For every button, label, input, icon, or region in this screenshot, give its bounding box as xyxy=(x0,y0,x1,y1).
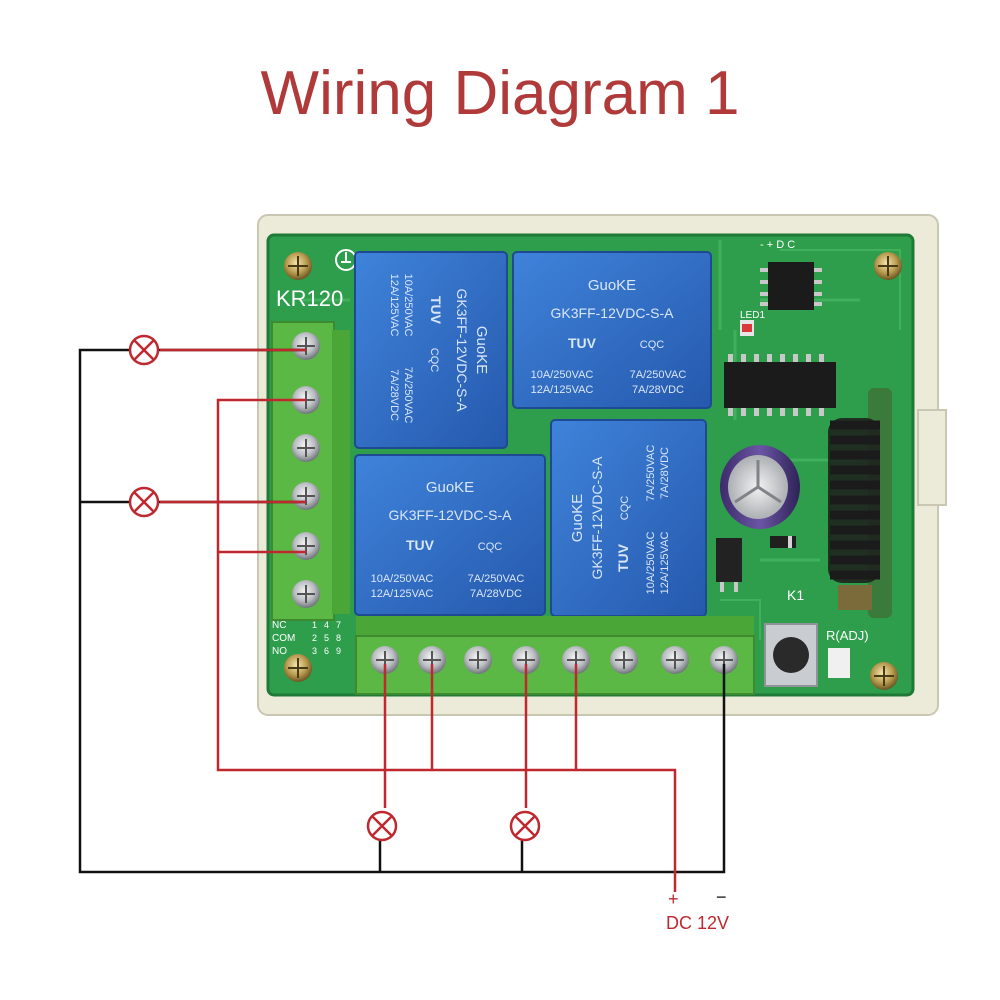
terminal-screw-icon xyxy=(610,646,638,674)
relay-rating: 10A/250VAC xyxy=(645,532,657,595)
terminal-label-nc: NC xyxy=(272,620,286,631)
lamp-icon xyxy=(128,486,160,518)
relay-rating: 10A/250VAC xyxy=(531,369,594,381)
relay-1: GuoKE GK3FF-12VDC-S-A TUV CQC 10A/250VAC… xyxy=(354,251,508,449)
terminal-number: 9 xyxy=(336,646,341,656)
relay-brand: GuoKE xyxy=(426,479,474,496)
relay-rating: 10A/250VAC xyxy=(371,573,434,585)
terminal-number: 1 xyxy=(312,620,317,630)
relay-3: GuoKE GK3FF-12VDC-S-A TUV CQC 10A/250VAC… xyxy=(354,454,546,616)
relay-model: GK3FF-12VDC-S-A xyxy=(454,289,470,413)
relay-cert: TUV xyxy=(568,335,597,351)
power-label: DC 12V xyxy=(666,913,729,933)
power-minus-sign: − xyxy=(716,887,727,907)
terminal-number: 5 xyxy=(324,633,329,643)
relay-rating: 7A/28VDC xyxy=(632,384,684,396)
relay-cert: TUV xyxy=(615,543,631,572)
relay-brand: GuoKE xyxy=(569,494,586,542)
relay-2: GuoKE GK3FF-12VDC-S-A TUV CQC 10A/250VAC… xyxy=(512,251,712,409)
dc-marks: - + D C xyxy=(760,239,795,251)
relay-cqc: CQC xyxy=(619,496,631,521)
diode-icon xyxy=(770,536,796,548)
terminal-screw-icon xyxy=(661,646,689,674)
relay-rating: 7A/28VDC xyxy=(388,369,400,421)
lamp-icon xyxy=(366,810,398,842)
relay-4: GuoKE GK3FF-12VDC-S-A TUV CQC 10A/250VAC… xyxy=(550,419,707,617)
lamp-icon xyxy=(128,334,160,366)
mounting-screw-icon xyxy=(284,654,312,682)
voltage-regulator xyxy=(716,538,742,592)
terminal-number: 4 xyxy=(324,620,329,630)
terminal-number: 3 xyxy=(312,646,317,656)
terminal-screw-icon xyxy=(562,646,590,674)
led-label: LED1 xyxy=(740,310,765,321)
terminal-screw-icon xyxy=(292,532,320,560)
terminal-screw-icon xyxy=(292,434,320,462)
terminal-screw-icon xyxy=(292,332,320,360)
capacitor-icon xyxy=(720,445,800,529)
power-plus-sign: + xyxy=(668,889,679,909)
antenna-coil-icon xyxy=(828,388,892,618)
mounting-screw-icon xyxy=(870,662,898,690)
page-title: Wiring Diagram 1 xyxy=(260,59,740,128)
adj-label: R(ADJ) xyxy=(826,628,869,643)
relay-rating: 12A/125VAC xyxy=(371,588,434,600)
relay-rating: 7A/250VAC xyxy=(468,573,525,585)
relay-brand: GuoKE xyxy=(473,326,490,374)
relay-model: GK3FF-12VDC-S-A xyxy=(589,456,605,580)
relay-cqc: CQC xyxy=(478,541,503,553)
terminal-screw-icon xyxy=(292,482,320,510)
relay-cert: TUV xyxy=(428,296,444,325)
resistor xyxy=(828,648,850,678)
button-label: K1 xyxy=(787,587,804,603)
terminal-number: 8 xyxy=(336,633,341,643)
push-button[interactable] xyxy=(764,623,818,687)
relay-rating: 7A/28VDC xyxy=(470,588,522,600)
mounting-screw-icon xyxy=(284,252,312,280)
relay-rating: 7A/250VAC xyxy=(645,445,657,502)
ic-chip-small xyxy=(760,262,822,310)
lamp-icon xyxy=(509,810,541,842)
ic-chip-large xyxy=(724,354,836,416)
terminal-number: 7 xyxy=(336,620,341,630)
relay-rating: 12A/125VAC xyxy=(659,532,671,595)
relay-cqc: CQC xyxy=(428,348,440,373)
relay-rating: 7A/28VDC xyxy=(659,447,671,499)
relay-brand: GuoKE xyxy=(588,277,636,294)
bottom-terminal-block xyxy=(355,616,755,695)
relay-model: GK3FF-12VDC-S-A xyxy=(551,305,675,321)
terminal-label-no: NO xyxy=(272,646,287,657)
terminal-screw-icon xyxy=(464,646,492,674)
relay-cqc: CQC xyxy=(640,339,665,351)
terminal-label-com: COM xyxy=(272,633,295,644)
led-icon xyxy=(740,320,754,336)
relay-rating: 7A/250VAC xyxy=(402,367,414,424)
terminal-screw-icon xyxy=(292,580,320,608)
relay-rating: 12A/125VAC xyxy=(388,274,400,337)
relay-rating: 7A/250VAC xyxy=(630,369,687,381)
terminal-number: 2 xyxy=(312,633,317,643)
relay-cert: TUV xyxy=(406,537,435,553)
positive-wire xyxy=(160,348,677,892)
mounting-screw-icon xyxy=(874,252,902,280)
terminal-legend: NC COM NO 1 2 3 4 5 6 7 8 9 xyxy=(272,620,341,657)
relay-rating: 12A/125VAC xyxy=(531,384,594,396)
left-terminal-block xyxy=(271,321,350,621)
relay-rating: 10A/250VAC xyxy=(402,274,414,337)
board-model-label: KR120 xyxy=(276,286,343,311)
terminal-number: 6 xyxy=(324,646,329,656)
relay-model: GK3FF-12VDC-S-A xyxy=(389,507,513,523)
